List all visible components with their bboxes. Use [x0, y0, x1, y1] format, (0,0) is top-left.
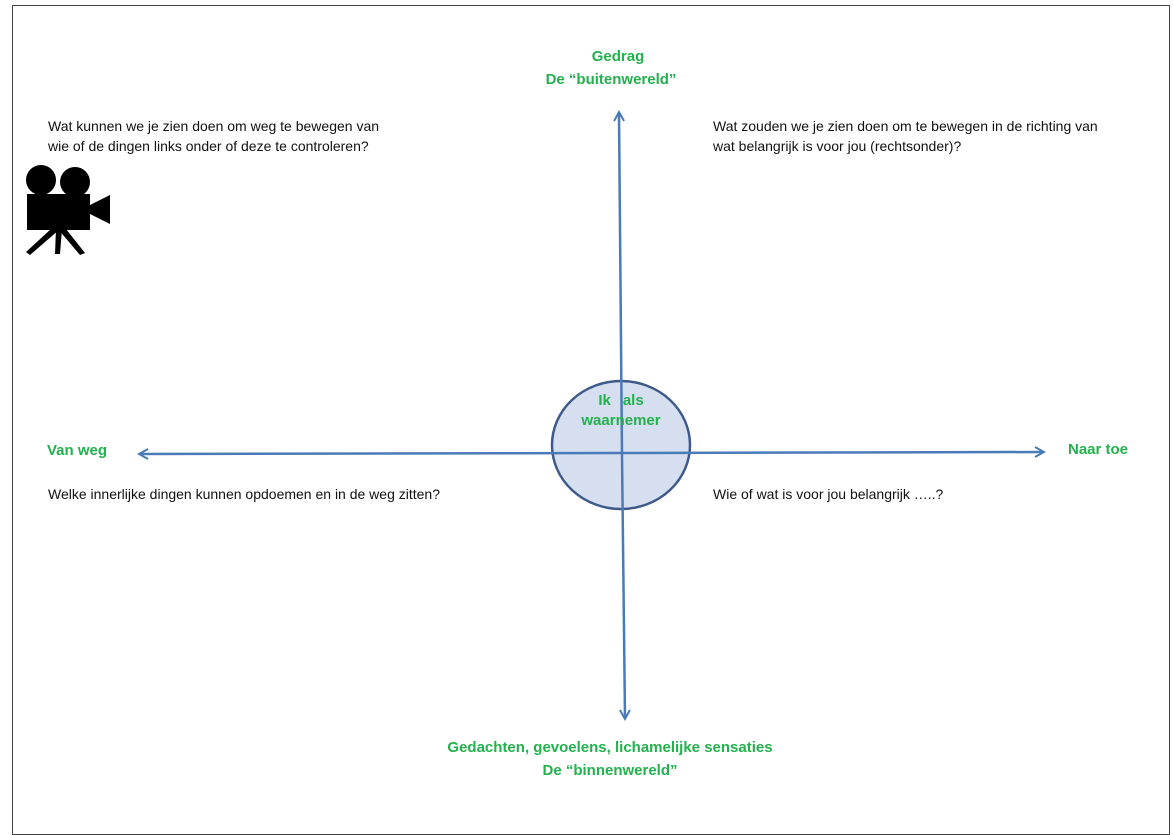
- top-axis-title: Gedrag: [591, 48, 645, 65]
- bottom-left-question: Welke innerlijke dingen kunnen opdoemen …: [48, 486, 441, 502]
- horizontal-axis-left: [140, 453, 623, 454]
- bottom-axis-title: Gedachten, gevoelens, lichamelijke sensa…: [447, 739, 773, 756]
- top-left-question: Wat kunnen we je zien doen om weg te bew…: [48, 116, 379, 156]
- top-left-question-line1: Wat kunnen we je zien doen om weg te bew…: [48, 118, 380, 134]
- center-label-als: als: [622, 392, 644, 409]
- center-label-line2: waarnemer: [581, 412, 661, 429]
- vertical-axis-down: [622, 454, 625, 718]
- vertical-axis-up: [619, 113, 622, 456]
- top-right-question-line1: Wat zouden we je zien doen om te bewegen…: [713, 118, 1098, 134]
- right-axis-label: Naar toe: [1068, 441, 1129, 458]
- bottom-right-question: Wie of wat is voor jou belangrijk …..?: [713, 486, 944, 502]
- top-axis-subtitle: De “buitenwereld”: [545, 71, 677, 88]
- top-right-question-line2: wat belangrijk is voor jou (rechtsonder)…: [713, 138, 962, 154]
- left-axis-label: Van weg: [47, 442, 108, 459]
- video-camera-icon: [26, 165, 110, 255]
- bottom-axis-subtitle: De “binnenwereld”: [542, 762, 678, 779]
- top-right-question: Wat zouden we je zien doen om te bewegen…: [713, 116, 1098, 156]
- center-label-ik: Ik: [598, 392, 611, 409]
- horizontal-axis-right: [621, 452, 1043, 453]
- top-left-question-line2: wie of de dingen links onder of deze te …: [48, 138, 369, 154]
